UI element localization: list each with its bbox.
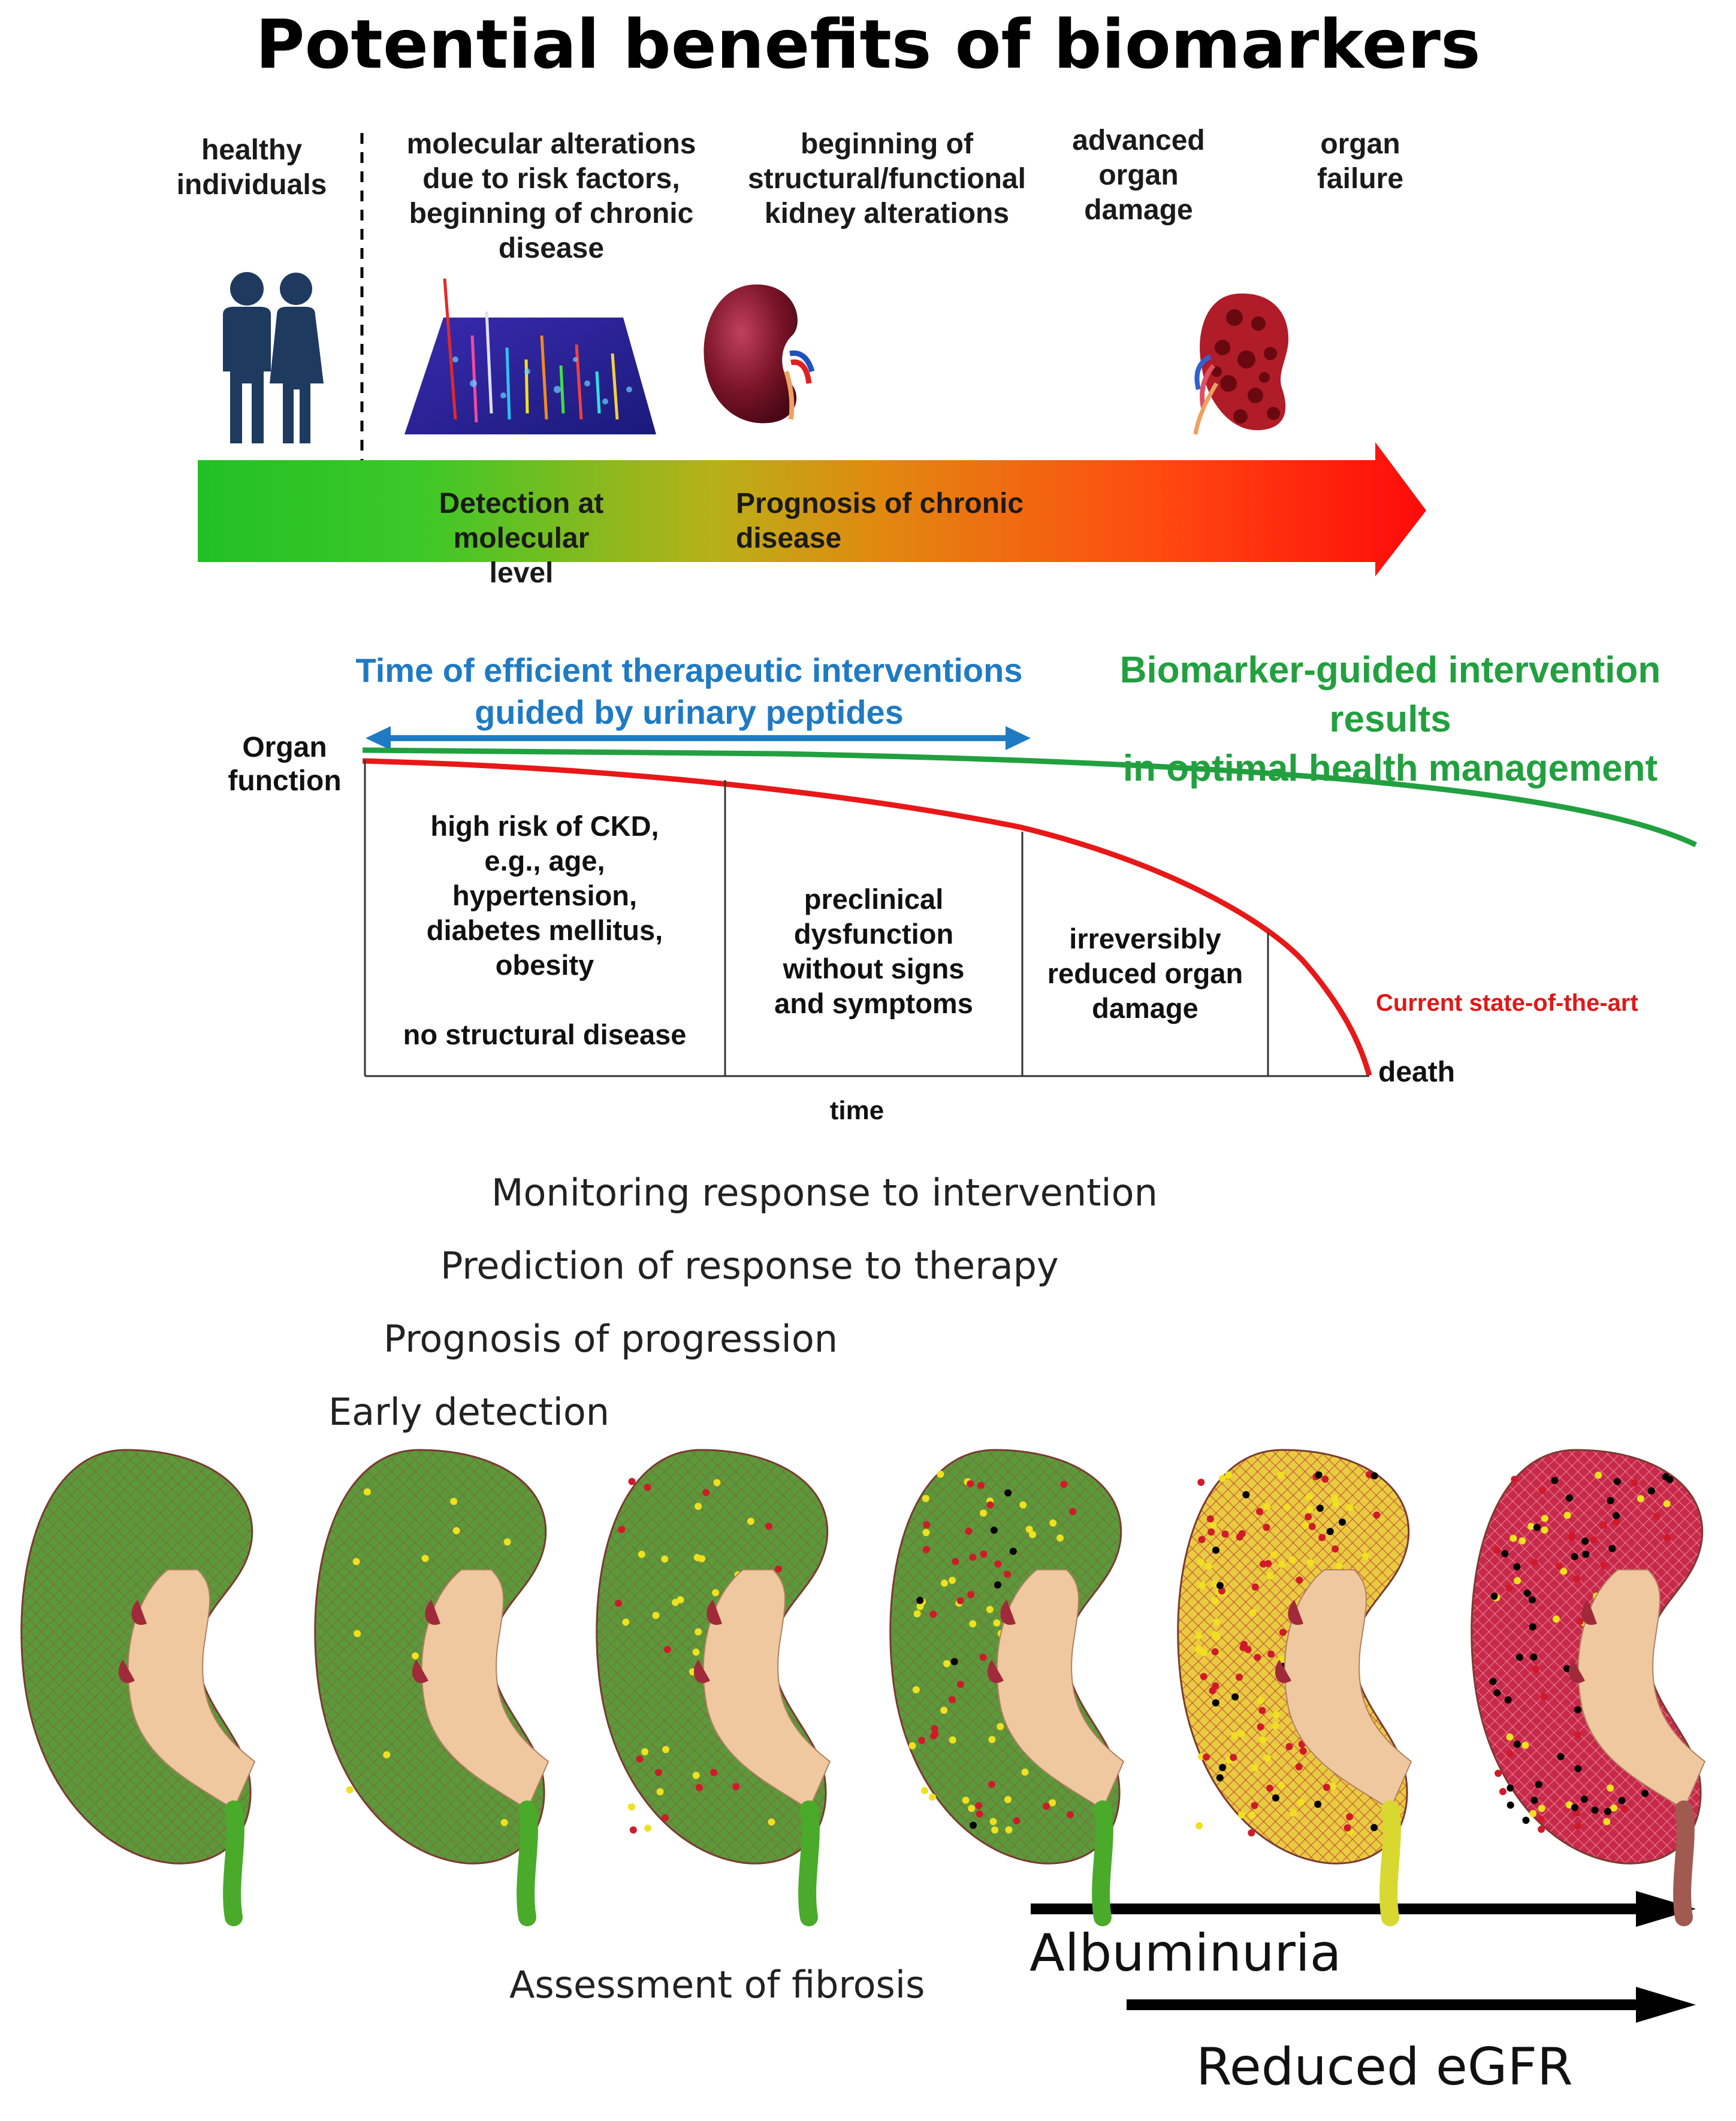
egfr-label: Reduced eGFR bbox=[1196, 2037, 1573, 2097]
guided-intervention-label: Biomarker-guided intervention results in… bbox=[1119, 649, 1661, 789]
page-title: Potential benefits of biomarkers bbox=[255, 6, 1481, 84]
detection-label: Detection at molecular level bbox=[439, 488, 604, 589]
y-axis-label: Organ function bbox=[228, 732, 342, 797]
current-state-label: Current state-of-the-art bbox=[1376, 990, 1638, 1016]
albuminuria-label: Albuminuria bbox=[1029, 1923, 1342, 1983]
application-monitoring: Monitoring response to intervention bbox=[491, 1171, 1158, 1214]
fibrosis-label: Assessment of fibrosis bbox=[509, 1963, 925, 2007]
guided-organ-function-curve bbox=[362, 747, 1697, 848]
people-icon bbox=[223, 272, 324, 443]
no-structural-disease-text: no structural disease bbox=[403, 1019, 687, 1050]
kidney-illustration-5 bbox=[1177, 1449, 1412, 1926]
irreversible-box-text: irreversibly reduced organ damage bbox=[1047, 923, 1243, 1024]
kidney-illustration-2 bbox=[314, 1449, 550, 1926]
current-organ-function-curve bbox=[362, 758, 1372, 1077]
disease-progression-arrow bbox=[198, 442, 1426, 576]
prognosis-bar-label: Prognosis of chronic disease bbox=[736, 488, 1024, 554]
application-prediction: Prediction of response to therapy bbox=[440, 1244, 1059, 1288]
stage-healthy-label: healthy individuals bbox=[176, 134, 327, 201]
stage-structural-label: beginning of structural/functional kidne… bbox=[747, 128, 1026, 229]
therapeutic-window-label: Time of efficient therapeutic interventi… bbox=[355, 651, 1023, 731]
x-axis-label: time bbox=[829, 1096, 884, 1125]
organ-function-axes bbox=[364, 760, 1369, 1077]
peptide-spectrum-image bbox=[404, 278, 656, 434]
kidney-illustration-1 bbox=[20, 1449, 256, 1926]
risk-box-text: high risk of CKD, e.g., age, hypertensio… bbox=[426, 810, 663, 981]
damaged-kidney-image bbox=[1193, 293, 1289, 435]
healthy-kidney-image bbox=[704, 284, 815, 424]
preclinical-box-text: preclinical dysfunction without signs an… bbox=[774, 883, 973, 1019]
kidney-illustration-6 bbox=[1471, 1449, 1706, 1926]
albuminuria-arrow bbox=[1031, 1891, 1696, 1927]
kidney-illustration-4 bbox=[889, 1449, 1125, 1926]
death-label: death bbox=[1378, 1056, 1456, 1088]
stage-failure-label: organ failure bbox=[1317, 128, 1404, 195]
therapeutic-window-arrow bbox=[366, 726, 1031, 750]
kidney-illustration-3 bbox=[596, 1449, 831, 1926]
application-early-detection: Early detection bbox=[328, 1390, 610, 1434]
egfr-arrow bbox=[1127, 1987, 1696, 2023]
stage-advanced-label: advanced organ damage bbox=[1072, 125, 1205, 226]
application-prognosis: Prognosis of progression bbox=[384, 1317, 838, 1361]
stage-molecular-label: molecular alterations due to risk factor… bbox=[406, 128, 696, 264]
